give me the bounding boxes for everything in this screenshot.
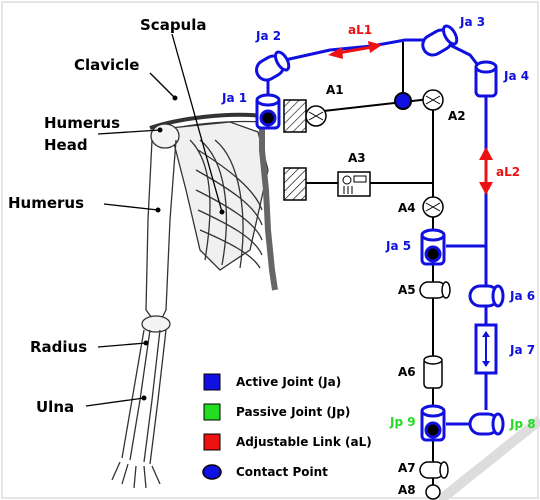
joint-a1 (306, 106, 326, 126)
skeleton-sketch (112, 115, 275, 488)
label-ulna: Ulna (36, 398, 74, 416)
legend-swatch-active (204, 374, 220, 390)
label-al2: aL2 (496, 165, 520, 179)
label-a6: A6 (398, 365, 416, 379)
label-humerus-head-line2: Head (44, 136, 88, 154)
label-ja2: Ja 2 (255, 29, 281, 43)
active-joint-ja2 (253, 50, 292, 84)
label-ja1: Ja 1 (221, 91, 247, 105)
label-al1: aL1 (348, 23, 372, 37)
contact-point-ja5 (426, 247, 440, 261)
joint-a7 (420, 462, 448, 478)
label-ja4: Ja 4 (503, 69, 529, 83)
joint-a5 (420, 282, 450, 298)
legend-swatch-contact (203, 465, 221, 479)
label-a4: A4 (398, 201, 416, 215)
active-joint-ja5 (422, 230, 444, 264)
label-humerus-head-line1: Humerus (44, 114, 120, 132)
legend-swatch-passive (204, 404, 220, 420)
label-ja3: Ja 3 (459, 15, 485, 29)
label-ja7: Ja 7 (509, 343, 535, 357)
legend-label-active: Active Joint (Ja) (236, 375, 341, 389)
contact-point-ja1 (261, 111, 275, 125)
passive-joint-jp8 (470, 414, 503, 434)
contact-point-a1-a2 (395, 93, 411, 109)
label-jp8: Jp 8 (509, 417, 536, 431)
label-a7: A7 (398, 461, 416, 475)
active-joint-ja6 (470, 286, 503, 306)
active-joint-ja4 (476, 62, 496, 96)
label-a5: A5 (398, 283, 416, 297)
label-scapula: Scapula (140, 16, 207, 34)
label-a2: A2 (448, 109, 466, 123)
legend-swatch-adjustable (204, 434, 220, 450)
joint-a6 (424, 356, 442, 388)
adjustable-link-al2 (479, 147, 493, 195)
label-ja6: Ja 6 (509, 289, 535, 303)
passive-joint-jp9 (422, 406, 444, 440)
actuator-a3 (338, 172, 370, 196)
legend-label-passive: Passive Joint (Jp) (236, 405, 350, 419)
label-clavicle: Clavicle (74, 56, 139, 74)
ground-block-a3 (284, 168, 306, 200)
active-joint-ja7 (476, 325, 496, 373)
legend-label-contact: Contact Point (236, 465, 328, 479)
label-humerus: Humerus (8, 194, 84, 212)
legend: Active Joint (Ja) Passive Joint (Jp) Adj… (203, 374, 372, 479)
label-a3: A3 (348, 151, 366, 165)
legend-label-adjustable: Adjustable Link (aL) (236, 435, 372, 449)
active-joint-ja3 (419, 24, 459, 59)
active-links (268, 40, 486, 424)
label-jp9: Jp 9 (389, 415, 416, 429)
label-ja5: Ja 5 (385, 239, 411, 253)
label-radius: Radius (30, 338, 87, 356)
active-joint-ja1 (257, 95, 279, 128)
joint-a4 (423, 197, 443, 217)
label-a1: A1 (326, 83, 344, 97)
ground-block-a1 (284, 100, 306, 132)
joint-a2 (423, 90, 443, 110)
contact-point-jp9 (426, 423, 440, 437)
joint-a8 (426, 485, 440, 499)
label-a8: A8 (398, 483, 416, 497)
